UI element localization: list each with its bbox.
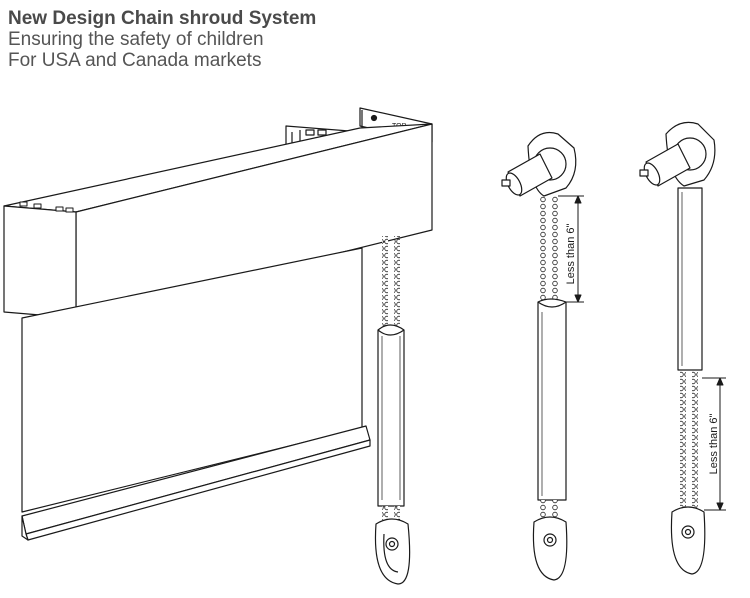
main-chain-left xyxy=(382,236,388,330)
figure-a-clutch xyxy=(501,153,553,197)
roller-blind-assembly: TOP xyxy=(3,107,433,585)
figure-a-weight xyxy=(532,516,568,581)
main-chain-right xyxy=(394,236,400,330)
figure-b-clutch xyxy=(639,143,691,187)
headrail-slots xyxy=(19,201,74,213)
subtitle-markets: For USA and Canada markets xyxy=(8,50,262,71)
chain-weight xyxy=(374,518,411,585)
chain-shroud xyxy=(377,324,405,507)
subtitle-safety: Ensuring the safety of children xyxy=(8,29,264,50)
title: New Design Chain shroud System xyxy=(8,8,317,29)
detail-figure-a: Less than 6" xyxy=(501,131,584,581)
figure-a-dimension xyxy=(558,195,584,303)
detail-figure-b: Less than 6" xyxy=(639,121,726,575)
figure-b-shroud xyxy=(677,187,703,371)
headrail-end xyxy=(3,205,77,319)
figure-b-weight xyxy=(670,506,706,575)
figure-b-dimension xyxy=(702,377,726,511)
figure-b-dimension-label: Less than 6" xyxy=(708,414,720,475)
figure-a-shroud xyxy=(537,298,567,501)
figure-a-dimension-label: Less than 6" xyxy=(565,224,577,285)
header: New Design Chain shroud System Ensuring … xyxy=(8,8,316,71)
